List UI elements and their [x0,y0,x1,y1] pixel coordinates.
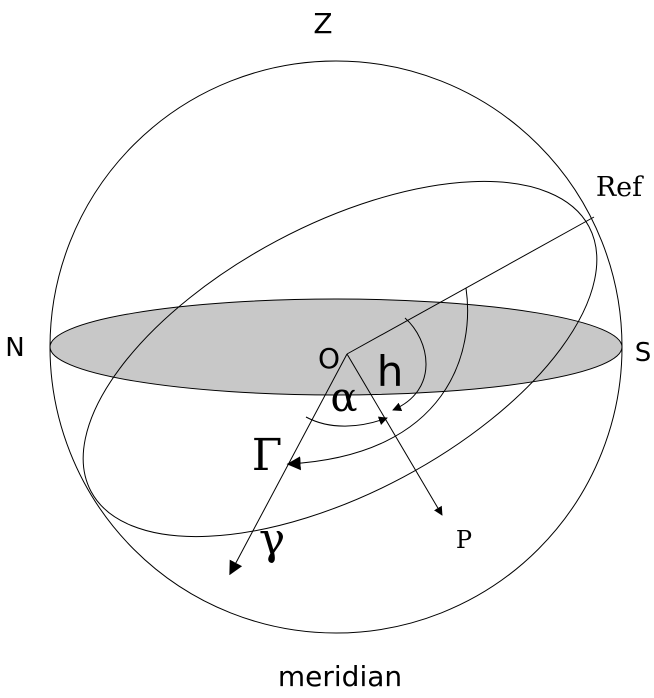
label-gamma-lower: γ [259,514,285,565]
label-south: S [635,338,652,368]
tilted-great-circle [82,180,598,538]
horizon-plane [49,298,623,396]
alpha-arc [305,416,388,427]
origin-to-p-arrow [346,353,443,516]
label-meridian: meridian [278,660,402,693]
label-north: N [5,333,24,363]
label-point: P [456,526,472,554]
altitude-arc [392,317,427,411]
label-alpha: α [330,375,357,421]
label-gamma-upper: Γ [252,430,283,481]
label-reference: Ref [596,172,644,203]
label-zenith: Z [313,7,332,40]
label-origin: O [318,342,340,375]
gamma-upper-arc [286,287,469,471]
origin-to-ref-line [346,216,595,355]
label-altitude: h [377,347,404,396]
